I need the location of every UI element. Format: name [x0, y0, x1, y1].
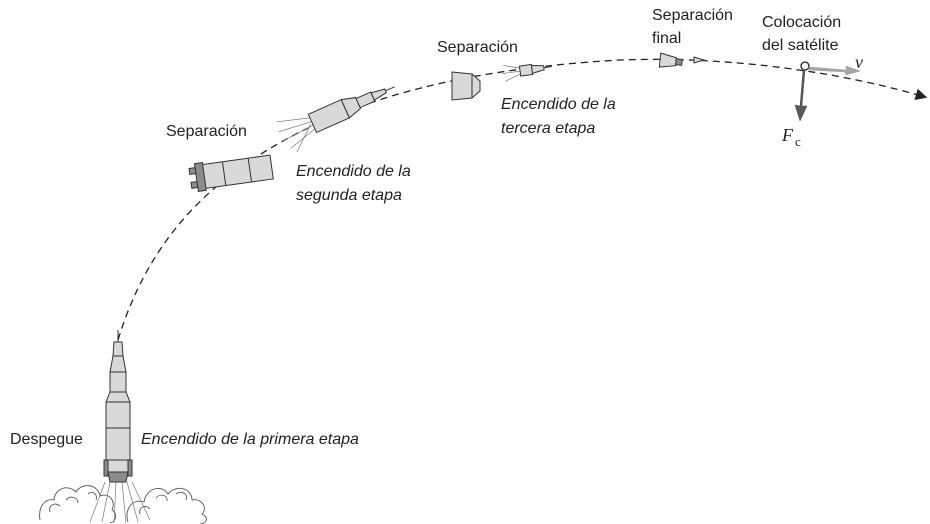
final-payload	[693, 56, 706, 64]
force-symbol: F	[781, 125, 794, 145]
first-stage-ignition-label: Encendido de la primera etapa	[141, 431, 359, 448]
separation-1-label: Separación	[166, 123, 247, 140]
second-stage-rocket	[276, 86, 395, 153]
force-subscript: c	[795, 134, 801, 149]
separation-2-label: Separación	[437, 39, 518, 56]
final-separation-stage	[658, 52, 683, 68]
second-separation-stage	[451, 71, 481, 101]
third-stage-ignition-label-line2: tercera etapa	[501, 120, 595, 137]
velocity-vector	[808, 65, 861, 76]
second-stage-ignition-label-line2: segunda etapa	[296, 187, 402, 204]
second-stage-ignition-label-line1: Encendido de la	[296, 163, 411, 180]
third-stage-rocket	[502, 63, 552, 82]
final-separation-label-line2: final	[652, 30, 681, 47]
satellite-point	[800, 61, 810, 71]
centripetal-force-vector	[794, 69, 808, 122]
launch-exhaust	[89, 481, 151, 524]
first-separation-stage	[188, 154, 274, 192]
satellite-placement-label-line2: del satélite	[762, 37, 839, 54]
liftoff-label: Despegue	[10, 431, 83, 448]
final-separation-label-line1: Separación	[652, 7, 733, 24]
satellite-placement-label-line1: Colocación	[762, 14, 841, 31]
launch-rocket	[39, 330, 207, 524]
velocity-symbol: v	[855, 52, 863, 72]
trajectory-path	[117, 58, 928, 341]
third-stage-ignition-label-line1: Encendido de la	[501, 96, 616, 113]
